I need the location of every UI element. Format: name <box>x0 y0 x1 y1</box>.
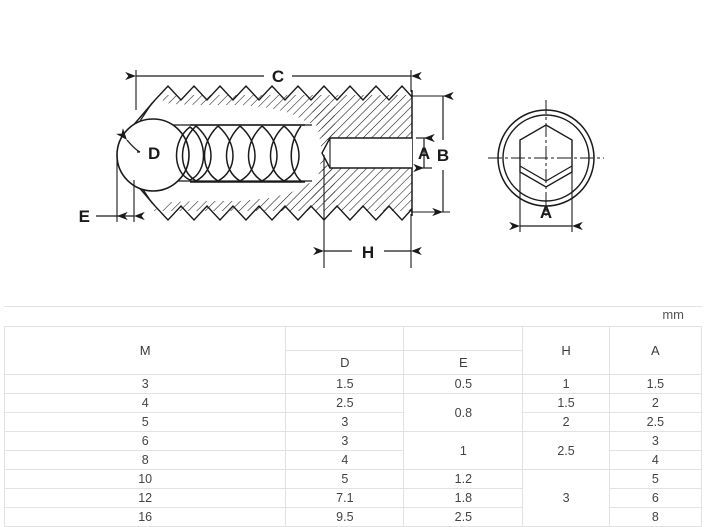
column-header-e: E <box>403 350 524 375</box>
cell-m: 8 <box>3 450 287 470</box>
table-row: 10 5 1.2 3 5 <box>3 469 703 527</box>
dimension-label-a-endview: A <box>540 203 552 222</box>
cell-h: 1.5 <box>522 393 610 413</box>
cell-a: 6 <box>608 488 703 508</box>
cell-m: 10 <box>3 469 287 489</box>
dimension-label-a-section: A <box>418 144 430 163</box>
column-header-d: D <box>285 350 405 375</box>
dimension-label-e: E <box>79 207 90 226</box>
table-row: 5 3 2 2.5 <box>3 412 703 432</box>
cell-d: 4 <box>285 450 405 470</box>
column-header-m: M <box>3 326 287 375</box>
dimension-e: E <box>79 155 145 226</box>
table-head: M H A D E <box>3 326 703 375</box>
cell-m: 6 <box>3 431 287 451</box>
dimension-label-c: C <box>272 67 284 86</box>
unit-label: mm <box>662 307 684 322</box>
cell-h: 1 <box>522 374 610 394</box>
cell-h: 3 <box>522 469 610 527</box>
table-top-rule <box>4 306 702 307</box>
cell-d: 9.5 <box>285 507 405 527</box>
column-header-spacer-d <box>285 326 405 351</box>
cell-e: 1.2 <box>403 469 524 489</box>
spring <box>175 124 305 183</box>
table-header-row-2: D E <box>5 350 702 375</box>
column-header-h: H <box>522 326 610 375</box>
cell-a: 5 <box>608 469 703 489</box>
dimension-label-d: D <box>148 144 160 163</box>
dimension-b: B <box>411 91 454 217</box>
cell-m: 3 <box>3 374 287 394</box>
cell-m: 12 <box>3 488 287 508</box>
cell-a: 8 <box>608 507 703 527</box>
dimension-label-h: H <box>362 243 374 262</box>
cell-a: 4 <box>608 450 703 470</box>
column-header-spacer-e <box>403 326 524 351</box>
cell-d: 2.5 <box>285 393 405 413</box>
cell-e: 0.5 <box>403 374 524 394</box>
table-row: 12 7.1 1.8 6 <box>3 488 703 508</box>
cell-a: 3 <box>608 431 703 451</box>
cell-m: 16 <box>3 507 287 527</box>
cell-m: 5 <box>3 412 287 432</box>
cell-a: 2.5 <box>608 412 703 432</box>
drawing-svg: C D E A B <box>79 67 604 268</box>
cell-e: 0.8 <box>403 393 524 432</box>
dimension-c: C <box>125 67 422 110</box>
table-row: 3 1.5 0.5 1 1.5 <box>3 374 703 394</box>
table-body: 3 1.5 0.5 1 1.5 4 2.5 0.8 1.5 2 5 3 2 2.… <box>3 374 703 527</box>
table-header-row-1: M H A <box>3 326 703 375</box>
cell-e: 1.8 <box>403 488 524 508</box>
table-row: 4 2.5 0.8 1.5 2 <box>3 393 703 432</box>
dimension-h: H <box>313 155 422 268</box>
cell-h: 2.5 <box>522 431 610 470</box>
specification-table: M H A D E 3 1.5 0.5 1 1.5 4 2.5 0.8 1.5 … <box>3 326 703 527</box>
cell-e: 2.5 <box>403 507 524 527</box>
end-view: A <box>488 100 604 232</box>
dimension-label-b: B <box>437 146 449 165</box>
dimension-d: D <box>116 128 160 163</box>
cell-a: 2 <box>608 393 703 413</box>
cell-m: 4 <box>3 393 287 413</box>
cell-d: 3 <box>285 412 405 432</box>
cell-e: 1 <box>403 431 524 470</box>
technical-drawing: C D E A B <box>79 67 604 268</box>
plunger-body <box>130 84 413 222</box>
table-row: 6 3 1 2.5 3 <box>3 431 703 470</box>
dimension-a-section: A <box>413 133 435 173</box>
cell-h: 2 <box>522 412 610 432</box>
cell-d: 7.1 <box>285 488 405 508</box>
column-header-a: A <box>608 326 703 375</box>
cell-d: 5 <box>285 469 405 489</box>
cell-a: 1.5 <box>608 374 703 394</box>
cell-d: 3 <box>285 431 405 451</box>
cell-d: 1.5 <box>285 374 405 394</box>
